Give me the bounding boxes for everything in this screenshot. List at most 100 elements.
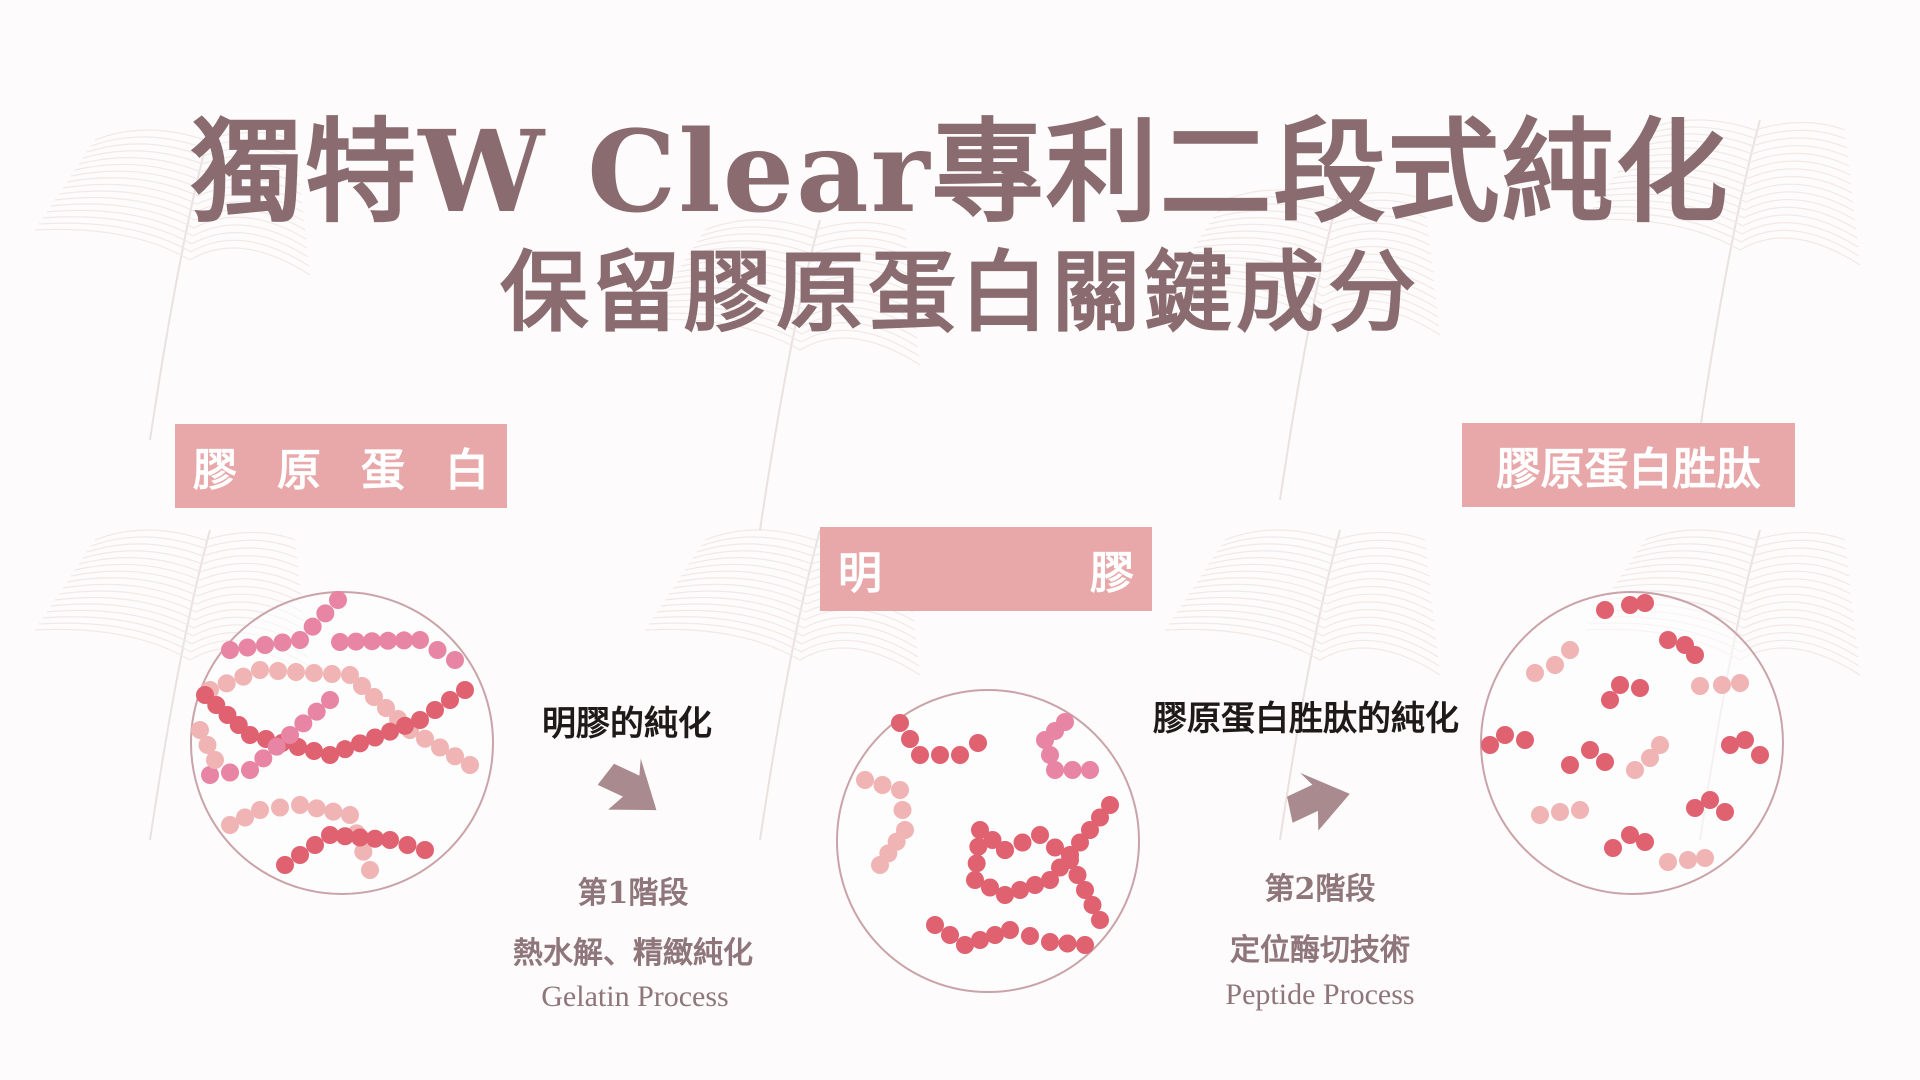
label-text: 膠原蛋白胜肽 [1496, 444, 1761, 495]
bead [411, 631, 429, 649]
bead [254, 749, 273, 768]
step1-process: Gelatin Process [541, 980, 729, 1013]
bead [366, 829, 384, 848]
bead [377, 699, 395, 717]
bead [461, 756, 479, 774]
bead [221, 763, 239, 782]
bead [251, 801, 269, 819]
bead [336, 827, 354, 846]
bead [1611, 676, 1629, 694]
bead [1716, 803, 1734, 821]
bead [441, 691, 459, 709]
bead [1063, 761, 1082, 779]
bead [1076, 881, 1094, 899]
bead [1058, 934, 1077, 953]
bead [273, 633, 292, 652]
bead [256, 636, 274, 654]
bead [416, 729, 434, 748]
bead [969, 837, 988, 856]
bead [986, 926, 1004, 944]
bead [341, 666, 359, 684]
bead [398, 836, 417, 854]
bead [1068, 866, 1087, 884]
bead [381, 831, 399, 849]
bead [1621, 596, 1639, 614]
bead [1101, 796, 1119, 814]
bead [456, 681, 474, 699]
label-char: 原 [277, 445, 321, 496]
feather-icon [34, 129, 311, 441]
step2-method: 定位酶切技術 [1230, 933, 1410, 968]
bead [1046, 761, 1064, 779]
bead [1696, 849, 1714, 867]
bead [1076, 936, 1094, 954]
title-line-1: 獨特W Clear專利二段式純化 [190, 107, 1730, 238]
bead [366, 728, 384, 747]
bead [396, 716, 414, 735]
bead [267, 737, 286, 756]
bead [276, 856, 294, 874]
bead [316, 604, 335, 623]
feather-icon [1164, 189, 1441, 501]
bead [1601, 691, 1619, 709]
bead [1041, 746, 1059, 764]
label-char: 蛋 [361, 445, 405, 496]
step2-title: 膠原蛋白胜肽的純化 [1153, 699, 1459, 739]
bead [1091, 808, 1109, 827]
bead [1636, 833, 1654, 851]
bead [983, 831, 1002, 849]
step1-method: 熱水解、精緻純化 [513, 936, 753, 971]
label-char: 明 [838, 548, 882, 599]
bead [381, 722, 399, 741]
bead [269, 662, 287, 680]
bead [294, 714, 313, 733]
bead [287, 663, 305, 681]
feather-icon [1584, 119, 1861, 431]
bead [1604, 839, 1622, 857]
bead [191, 721, 209, 739]
bead [1641, 749, 1659, 767]
bead [1596, 601, 1614, 619]
bead [238, 638, 257, 657]
bead [1561, 756, 1579, 774]
label-char: 膠 [1090, 548, 1134, 599]
arrow-right-down-icon [598, 758, 657, 811]
bead [1596, 753, 1614, 771]
bead [971, 931, 989, 949]
bead [1091, 911, 1109, 929]
feather-icon [1164, 529, 1441, 841]
bead [1551, 803, 1569, 821]
bead [1581, 741, 1599, 759]
bead [416, 841, 434, 859]
bead [951, 746, 969, 764]
bead [271, 798, 289, 817]
bead [363, 632, 381, 651]
bead [1516, 731, 1534, 749]
stage-label-collagen: 膠 原 蛋 白 [175, 424, 507, 508]
bead [891, 781, 909, 799]
bead [996, 886, 1014, 904]
bead [856, 771, 874, 789]
step1-title: 明膠的純化 [542, 704, 712, 744]
bead [361, 861, 379, 879]
bead [411, 711, 429, 729]
bead [891, 714, 909, 732]
bead [1021, 927, 1039, 945]
title-line-2: 保留膠原蛋白關鍵成分 [499, 240, 1420, 344]
feather-icon [34, 529, 311, 841]
bead [1721, 736, 1739, 754]
bead [1731, 674, 1749, 692]
bead [198, 736, 217, 754]
bead [1659, 853, 1677, 871]
bead [1071, 833, 1089, 852]
bead [354, 842, 373, 861]
bead [206, 751, 224, 769]
bead [431, 738, 449, 757]
bead [446, 651, 464, 669]
bead [221, 641, 239, 659]
bead [353, 677, 371, 695]
bead [1496, 726, 1514, 744]
bead [303, 617, 322, 636]
step2-process: Peptide Process [1225, 978, 1415, 1011]
